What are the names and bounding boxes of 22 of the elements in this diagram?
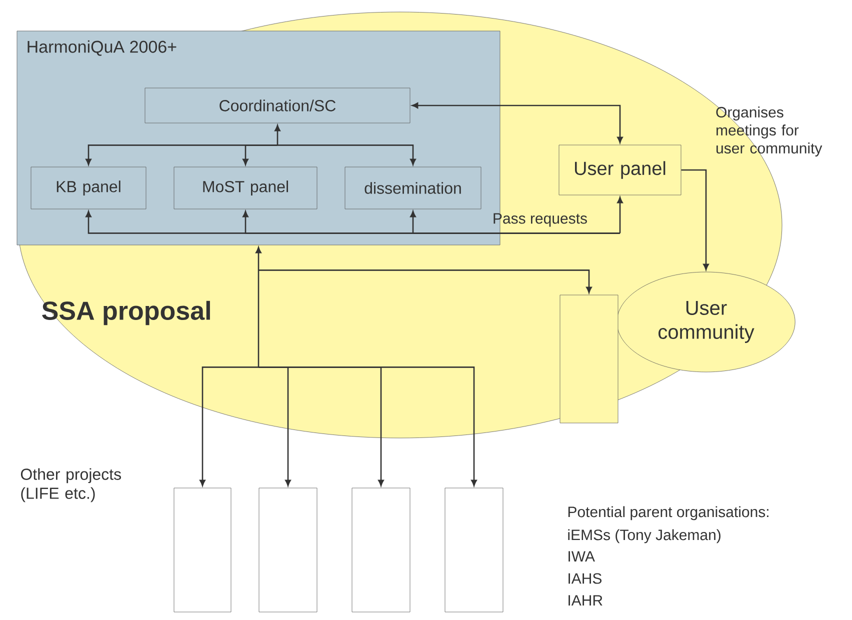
note-text: Other projects (LIFE etc.) xyxy=(20,468,121,502)
note-text: IAHR xyxy=(568,595,602,606)
edge-label: Pass requests xyxy=(494,213,587,227)
note-text: IAHS xyxy=(568,573,602,584)
process-box: KB panel xyxy=(30,166,146,210)
process-box: User panel xyxy=(558,144,682,196)
note-text: IWA xyxy=(568,551,595,562)
empty-box xyxy=(174,488,232,612)
note-text: iEMSs (Tony Jakeman) xyxy=(568,529,720,544)
arrow xyxy=(200,246,592,486)
arrow xyxy=(681,169,709,270)
note-text: Potential parent organisations: xyxy=(568,506,768,520)
process-box: MoST panel xyxy=(174,166,318,210)
edge-label: Organises meetings for user community xyxy=(716,106,822,156)
empty-box xyxy=(444,488,504,612)
arrow xyxy=(86,124,416,166)
arrow xyxy=(412,102,623,144)
process-box: Coordination/SC xyxy=(144,88,410,124)
process-box: dissemination xyxy=(344,166,482,210)
arrow xyxy=(86,196,623,234)
empty-box xyxy=(352,488,410,612)
empty-box xyxy=(258,488,318,612)
